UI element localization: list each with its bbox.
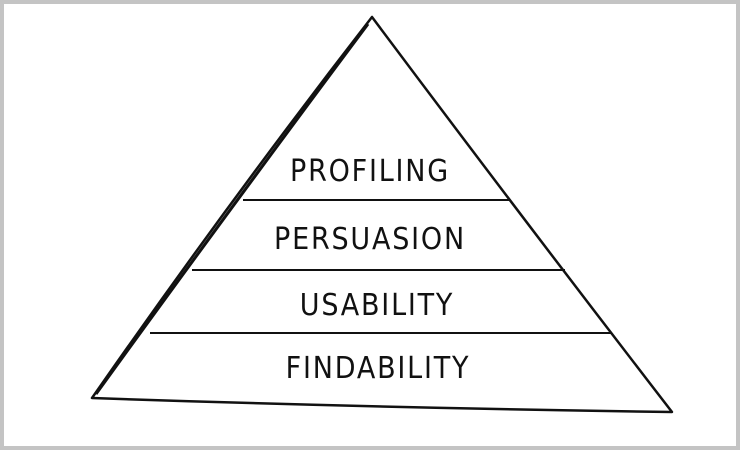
pyramid-outline (90, 15, 674, 414)
level-usability: USABILITY (300, 288, 454, 323)
level-profiling: PROFILING (290, 154, 450, 189)
pyramid-left-edge-shadow (94, 23, 370, 395)
level-persuasion: PERSUASION (274, 222, 466, 257)
level-findability: FINDABILITY (286, 351, 471, 386)
